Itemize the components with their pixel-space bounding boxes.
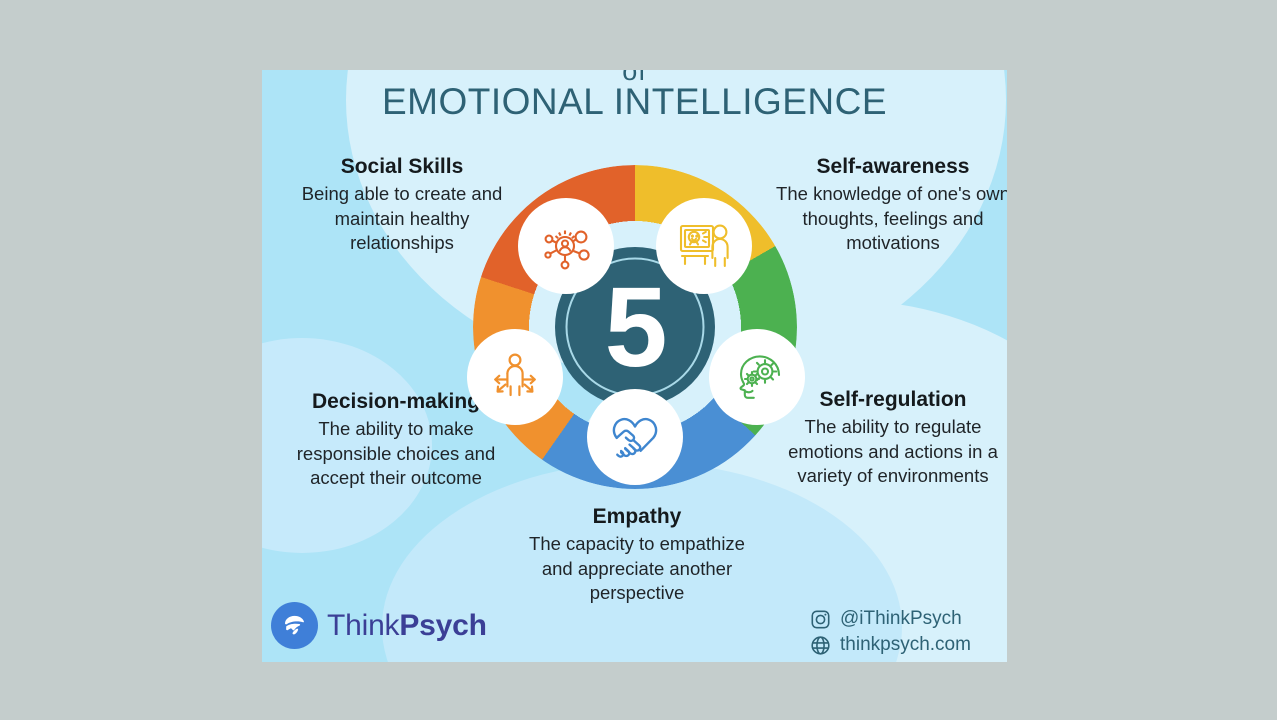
icon-bubble-decision-making	[467, 329, 563, 425]
block-social-skills: Social Skills Being able to create and m…	[284, 155, 520, 255]
block-empathy: Empathy The capacity to empathize and ap…	[524, 505, 750, 605]
website-link[interactable]: thinkpsych.com	[810, 634, 1000, 656]
website-url: thinkpsych.com	[840, 634, 971, 655]
infographic-card: of EMOTIONAL INTELLIGENCE Social Skills …	[262, 70, 1007, 662]
block-title-social-skills: Social Skills	[340, 155, 464, 178]
block-title-self-awareness: Self-awareness	[816, 155, 970, 178]
head-gears-icon	[727, 349, 787, 405]
block-body-empathy: The capacity to empathize and appreciate…	[529, 533, 745, 603]
icon-bubble-empathy	[587, 389, 683, 485]
icon-bubble-social-skills	[518, 198, 614, 294]
handshake-heart-icon	[604, 409, 666, 465]
block-title-empathy: Empathy	[592, 505, 682, 528]
pretitle-text: of	[622, 70, 647, 86]
block-body-social-skills: Being able to create and maintain health…	[301, 183, 503, 253]
block-title-self-regulation: Self-regulation	[819, 388, 967, 411]
icon-bubble-self-awareness	[656, 198, 752, 294]
logo-word-think: Think	[327, 608, 400, 642]
instagram-link[interactable]: @iThinkPsych	[810, 608, 1000, 630]
brain-logo-icon	[271, 602, 318, 649]
center-number: 5	[604, 263, 668, 390]
block-decision-making: Decision-making The ability to make resp…	[270, 390, 522, 490]
instagram-icon	[810, 609, 831, 630]
block-self-awareness: Self-awareness The knowledge of one's ow…	[775, 155, 1007, 255]
icon-bubble-self-regulation	[709, 329, 805, 425]
block-title-decision-making: Decision-making	[311, 390, 481, 413]
block-body-self-awareness: The knowledge of one's own thoughts, fee…	[776, 183, 1007, 253]
block-body-decision-making: The ability to make responsible choices …	[296, 418, 496, 488]
social-links: @iThinkPsych thinkpsych.com	[810, 608, 1000, 660]
logo-word-psych: Psych	[399, 608, 487, 642]
person-arrows-icon	[485, 348, 545, 406]
block-self-regulation: Self-regulation The ability to regulate …	[775, 388, 1007, 488]
logo-wordmark: ThinkPsych	[327, 609, 487, 643]
thinkpsych-logo[interactable]: ThinkPsych	[271, 602, 487, 649]
block-body-self-regulation: The ability to regulate emotions and act…	[788, 416, 998, 486]
instagram-handle: @iThinkPsych	[840, 608, 962, 629]
page-title: EMOTIONAL INTELLIGENCE	[381, 81, 888, 122]
emotional-intelligence-wheel: 5	[467, 165, 805, 489]
person-photo-frame-icon	[674, 217, 734, 275]
globe-icon	[810, 635, 831, 656]
network-people-icon	[537, 217, 595, 275]
